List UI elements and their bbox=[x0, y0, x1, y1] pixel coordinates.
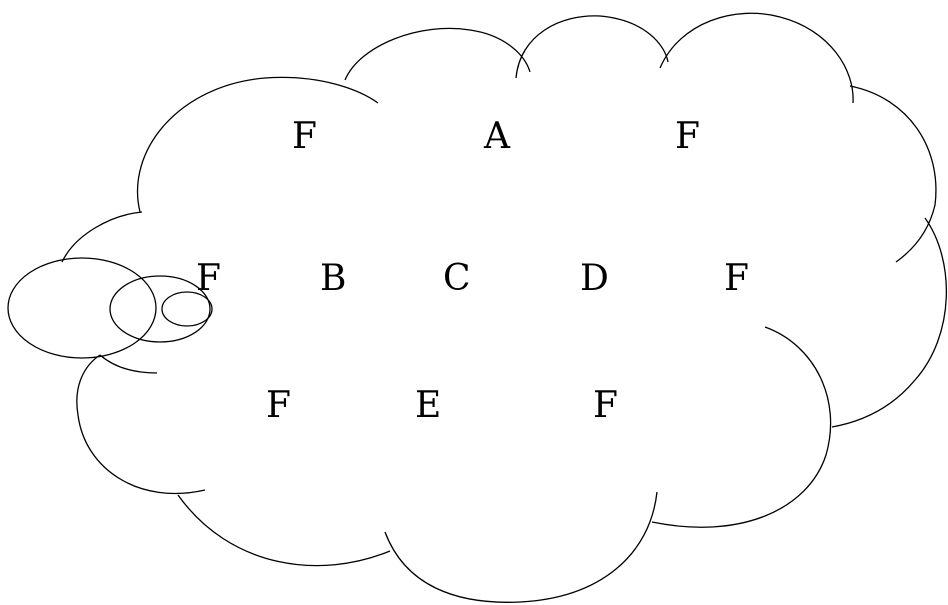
label-mid-far-right: F bbox=[724, 258, 749, 299]
tail-large-ellipse bbox=[8, 258, 156, 358]
cloud-lobe-bottom-right bbox=[652, 327, 831, 527]
cloud-lobe-top-left bbox=[138, 77, 378, 212]
bubble-tail bbox=[8, 258, 212, 373]
label-bottom-right: F bbox=[593, 385, 618, 426]
label-top-right: F bbox=[675, 116, 700, 157]
label-bottom-left: F bbox=[266, 385, 291, 426]
label-mid-far-left: F bbox=[196, 258, 221, 299]
cloud-lobe-left-upper bbox=[62, 212, 142, 262]
label-mid-d: D bbox=[580, 258, 609, 299]
tail-large-ellipse-tail bbox=[100, 355, 157, 373]
cloud-lobe-left-lower bbox=[77, 355, 205, 493]
label-mid-b: B bbox=[320, 258, 346, 299]
labels: F A F F B C D F F E F bbox=[196, 116, 749, 426]
cloud-lobe-right-lower bbox=[832, 218, 946, 427]
cloud-outline bbox=[62, 13, 946, 602]
label-mid-c: C bbox=[443, 258, 471, 299]
cloud-lobe-top-right bbox=[660, 13, 853, 103]
cloud-lobe-right-upper bbox=[850, 86, 936, 262]
cloud-lobe-top-center bbox=[516, 16, 668, 78]
label-bottom-e: E bbox=[415, 385, 441, 426]
label-top-center: A bbox=[483, 116, 511, 157]
cloud-lobe-bottom-center bbox=[385, 492, 657, 602]
cloud-lobe-bottom-left bbox=[178, 495, 390, 566]
cloud-lobe-top bbox=[345, 28, 530, 80]
label-top-left: F bbox=[292, 116, 317, 157]
tail-medium-ellipse bbox=[110, 276, 210, 342]
